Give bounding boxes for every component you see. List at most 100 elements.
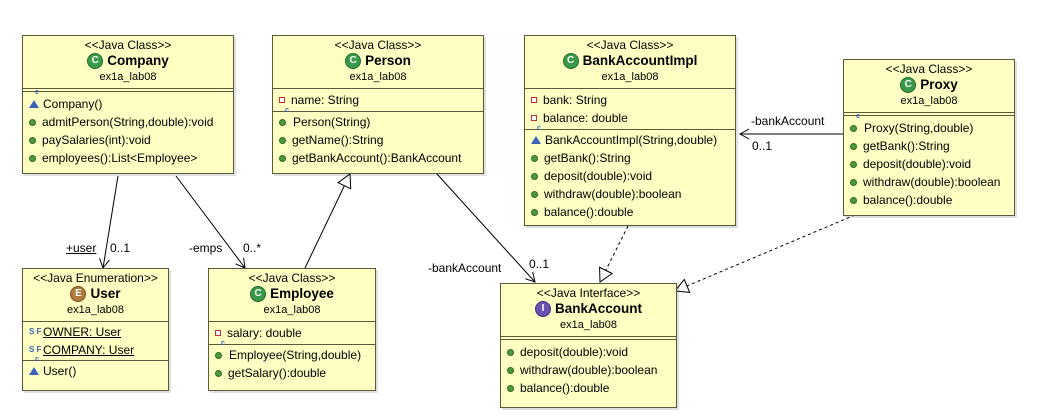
bankaccount-method: balance():double: [501, 379, 676, 397]
private-visibility-icon: [215, 330, 221, 336]
class-icon: C: [250, 286, 267, 302]
public-visibility-icon: [507, 384, 514, 392]
proxy-stereotype: <<Java Class>>: [885, 62, 973, 76]
static-final-icon: S F: [29, 327, 42, 336]
person-stereotype: <<Java Class>>: [334, 38, 422, 52]
constructor-marker: c: [856, 113, 860, 120]
class-icon: C: [87, 53, 104, 69]
bankaccountimpl-field: bank: String: [525, 91, 735, 109]
public-visibility-icon: [29, 154, 36, 162]
public-visibility-icon: [531, 208, 538, 216]
person-bankaccount-multiplicity-label: 0..1: [529, 257, 550, 271]
proxy-method: balance():double: [844, 191, 1014, 209]
emps-multiplicity-label: 0..*: [243, 241, 262, 255]
company-class-name: Company: [107, 53, 169, 68]
bankaccountimpl-package: ex1a_lab08: [601, 71, 659, 83]
public-visibility-icon: [215, 352, 222, 359]
bankaccountimpl-bankaccount-realization: [599, 225, 629, 283]
public-visibility-icon: [279, 119, 286, 126]
person-method: getBankAccount():BankAccount: [273, 149, 483, 167]
package-visibility-icon: [531, 136, 541, 144]
public-visibility-icon: [531, 190, 538, 198]
emps-role-label: -emps: [189, 241, 223, 255]
constructor-marker: c: [221, 340, 225, 347]
class-icon: C: [900, 77, 917, 93]
public-visibility-icon: [531, 172, 538, 180]
user-package: ex1a_lab08: [67, 304, 124, 316]
public-visibility-icon: [850, 125, 857, 132]
bankaccountimpl-field: balance: double: [525, 109, 735, 127]
bankaccountimpl-method: getBank():String: [525, 149, 735, 167]
bankaccountimpl-method: balance():double: [525, 203, 735, 221]
employee-class-box[interactable]: <<Java Class>> C Employee ex1a_lab08 sal…: [208, 268, 376, 391]
bankaccount-package: ex1a_lab08: [560, 319, 617, 331]
person-method: getName():String: [273, 131, 483, 149]
person-bankaccount-role-label: -bankAccount: [428, 261, 502, 275]
proxy-method: deposit(double):void: [844, 155, 1014, 173]
public-visibility-icon: [531, 154, 538, 162]
bankaccount-interface-box[interactable]: <<Java Interface>> I BankAccount ex1a_la…: [500, 283, 677, 408]
bankaccount-stereotype: <<Java Interface>>: [536, 286, 641, 300]
person-package: ex1a_lab08: [349, 71, 407, 83]
public-visibility-icon: [507, 366, 514, 374]
company-package: ex1a_lab08: [99, 71, 157, 83]
proxy-method: getBank():String: [844, 137, 1014, 155]
company-method: employees():List<Employee>: [23, 149, 233, 167]
employee-method: getSalary():double: [209, 364, 375, 382]
private-visibility-icon: [279, 97, 285, 103]
enum-icon: E: [70, 286, 87, 302]
interface-icon: I: [534, 301, 551, 317]
class-icon: C: [562, 53, 579, 69]
public-visibility-icon: [279, 154, 286, 162]
user-stereotype: <<Java Enumeration>>: [33, 271, 158, 285]
employee-stereotype: <<Java Class>>: [248, 271, 336, 285]
user-enum-name: User: [90, 286, 121, 301]
static-final-icon: S F: [29, 345, 42, 354]
class-icon: C: [345, 53, 362, 69]
public-visibility-icon: [850, 196, 857, 204]
bankaccountimpl-stereotype: <<Java Class>>: [586, 38, 674, 52]
private-visibility-icon: [531, 97, 537, 103]
company-method: admitPerson(String,double):void: [23, 113, 233, 131]
public-visibility-icon: [215, 369, 222, 377]
constructor-marker: c: [35, 356, 39, 363]
public-visibility-icon: [507, 348, 514, 356]
employee-class-name: Employee: [270, 286, 334, 301]
bankaccountimpl-method: withdraw(double):boolean: [525, 185, 735, 203]
proxy-bankaccount-realization: [674, 214, 856, 293]
user-multiplicity-label: 0..1: [110, 241, 131, 255]
proxy-package: ex1a_lab08: [900, 95, 958, 107]
person-field: name: String: [273, 91, 483, 109]
public-visibility-icon: [850, 142, 857, 150]
person-class-name: Person: [365, 53, 411, 68]
bankaccount-interface-name: BankAccount: [554, 301, 642, 316]
person-class-box[interactable]: <<Java Class>> C Person ex1a_lab08 name:…: [272, 35, 484, 174]
constructor-marker: c: [35, 89, 39, 96]
bankaccountimpl-method: deposit(double):void: [525, 167, 735, 185]
public-visibility-icon: [29, 118, 36, 126]
proxy-bankaccount-role-label: -bankAccount: [751, 114, 825, 128]
package-visibility-icon: [29, 367, 39, 375]
bankaccountimpl-class-box[interactable]: <<Java Class>> C BankAccountImpl ex1a_la…: [524, 35, 736, 226]
employee-package: ex1a_lab08: [263, 304, 321, 316]
constructor-marker: c: [537, 125, 541, 132]
employee-field: salary: double: [209, 324, 375, 342]
proxy-bankaccount-multiplicity-label: 0..1: [752, 139, 773, 153]
user-enum-box[interactable]: <<Java Enumeration>> E User ex1a_lab08 S…: [22, 268, 169, 391]
proxy-method: withdraw(double):boolean: [844, 173, 1014, 191]
public-visibility-icon: [29, 136, 36, 144]
public-visibility-icon: [279, 136, 286, 144]
bankaccount-method: deposit(double):void: [501, 343, 676, 361]
employee-person-generalization: [304, 173, 352, 269]
bankaccount-method: withdraw(double):boolean: [501, 361, 676, 379]
